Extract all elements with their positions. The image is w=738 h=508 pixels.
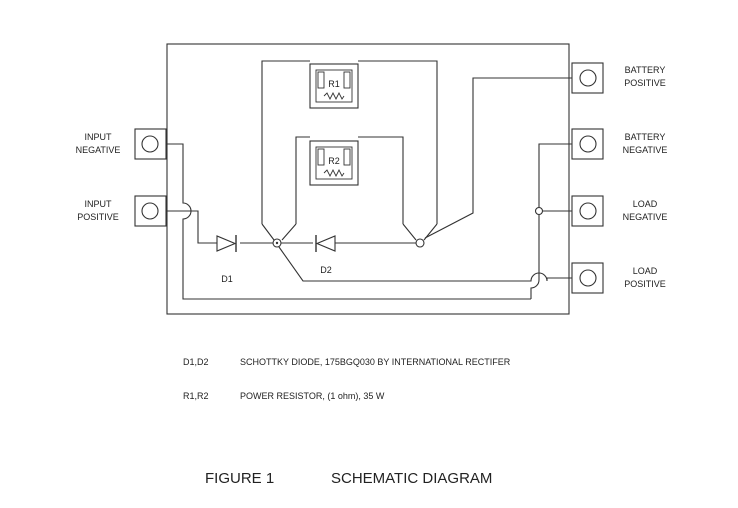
diode-d2 [315,235,336,252]
label-battery-positive-line2: POSITIVE [624,78,666,88]
wire-input-positive [166,210,217,244]
wire-node-right-links [402,223,438,241]
junction-node-load [534,206,544,216]
label-load-negative-line2: NEGATIVE [623,212,668,222]
label-r2: R2 [328,156,340,166]
label-load-negative-line1: LOAD [633,199,658,209]
legend-value: SCHOTTKY DIODE, 175BGQ030 BY INTERNATION… [240,357,511,367]
label-input-positive-line2: POSITIVE [77,212,119,222]
wire-battery-positive [424,77,572,239]
label-d2: D2 [320,265,332,275]
wire-node-to-load-positive [278,246,572,282]
figure-number: FIGURE 1 [205,470,275,487]
resistor-r2 [309,140,359,186]
figure-title: SCHEMATIC DIAGRAM [331,470,493,487]
label-input-positive-line1: INPUT [85,199,113,209]
legend-key: D1,D2 [183,357,209,367]
junction-node-right [415,238,425,248]
wire-r1-loop [261,60,438,224]
legend-key: R1,R2 [183,391,209,401]
enclosure-box [166,43,570,315]
wire-r2-loop [295,136,404,224]
resistor-r1 [309,63,359,109]
wire-node-left-links [261,223,297,241]
label-input-negative-line1: INPUT [85,132,113,142]
label-load-positive-line1: LOAD [633,266,658,276]
label-battery-positive-line1: BATTERY [625,65,666,75]
wire-battery-negative-to-load [530,143,572,299]
diode-d1 [216,235,237,252]
label-r1: R1 [328,79,340,89]
terminal-load-negative [571,195,604,227]
terminal-load-positive [571,262,604,294]
terminal-battery-negative [571,128,604,160]
junction-node-center-dot [275,241,279,245]
terminal-input-positive [134,195,167,227]
label-battery-negative-line1: BATTERY [625,132,666,142]
label-input-negative-line2: NEGATIVE [76,145,121,155]
label-d1: D1 [221,274,233,284]
terminal-battery-positive [571,62,604,94]
label-load-positive-line2: POSITIVE [624,279,666,289]
legend-value: POWER RESISTOR, (1 ohm), 35 W [240,391,385,401]
label-battery-negative-line2: NEGATIVE [623,145,668,155]
terminal-input-negative [134,128,167,160]
